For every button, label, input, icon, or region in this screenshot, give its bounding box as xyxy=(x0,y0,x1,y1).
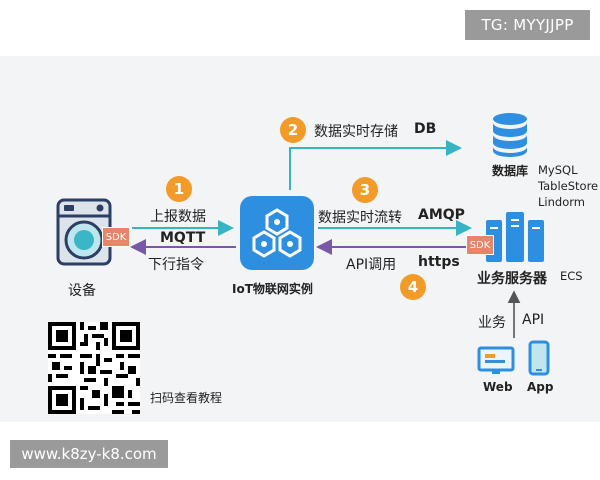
qr-code xyxy=(48,322,140,414)
realtime-storage-label: 数据实时存储 xyxy=(314,124,398,140)
server-rack-icon xyxy=(486,212,544,262)
step-3-badge: 3 xyxy=(352,177,378,203)
step-4-badge: 4 xyxy=(400,274,426,300)
washing-machine-icon xyxy=(56,198,112,266)
server-sdk-badge: SDK xyxy=(466,235,494,255)
business-label: 业务 xyxy=(478,315,506,331)
qr-caption: 扫码查看教程 xyxy=(150,391,223,405)
app-label: App xyxy=(527,380,554,394)
web-monitor-icon xyxy=(477,346,515,374)
database-icon xyxy=(493,113,527,157)
db-type-mysql: MySQL xyxy=(538,163,578,177)
mobile-phone-icon xyxy=(528,340,550,376)
api-call-label: API调用 xyxy=(346,257,397,273)
step-2-badge: 2 xyxy=(280,117,306,143)
amqp-label: AMQP xyxy=(418,207,465,223)
web-label: Web xyxy=(483,380,513,394)
db-type-lindorm: Lindorm xyxy=(538,195,585,209)
api-label: API xyxy=(522,312,545,328)
iot-hub-icon xyxy=(240,196,314,270)
url-watermark: www.k8zy-k8.com xyxy=(10,440,168,468)
realtime-flow-label: 数据实时流转 xyxy=(318,210,402,226)
downlink-command-label: 下行指令 xyxy=(148,257,204,273)
report-data-label: 上报数据 xyxy=(150,209,206,225)
db-type-tablestore: TableStore xyxy=(538,179,599,193)
device-sdk-badge: SDK xyxy=(102,227,130,247)
arrow-iot-to-db xyxy=(289,140,462,190)
step-1-badge: 1 xyxy=(166,176,192,202)
mqtt-label: MQTT xyxy=(160,230,206,246)
db-label: DB xyxy=(414,121,437,137)
iot-instance-label: IoT物联网实例 xyxy=(232,282,313,296)
database-label: 数据库 xyxy=(492,164,529,178)
tg-watermark: TG: MYYJJPP xyxy=(465,10,590,40)
ecs-label: ECS xyxy=(560,269,583,283)
device-label: 设备 xyxy=(68,283,96,299)
business-server-label: 业务服务器 xyxy=(477,271,547,287)
https-label: https xyxy=(418,254,460,270)
